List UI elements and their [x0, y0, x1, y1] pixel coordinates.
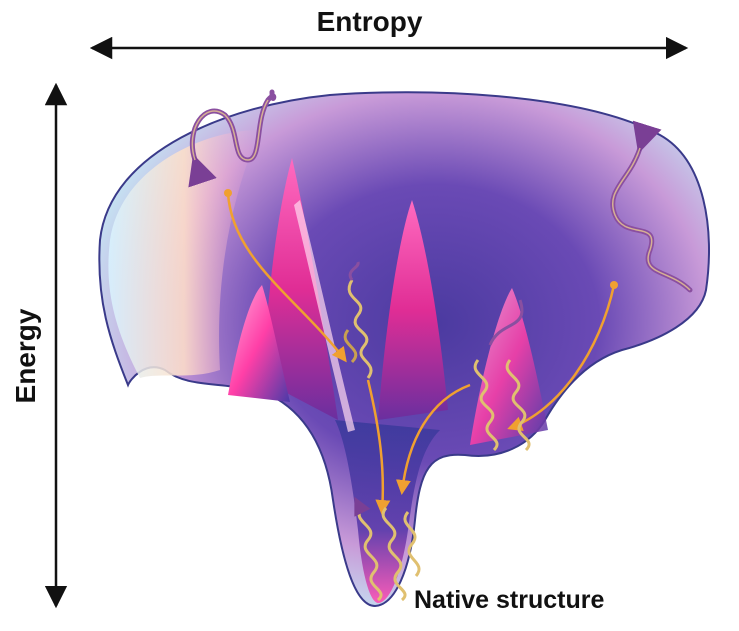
energy-peak-right — [470, 288, 548, 445]
unfolded-chain-left-highlight — [191, 99, 269, 161]
pathway-right — [507, 284, 616, 431]
native-structure-helices — [354, 496, 421, 602]
entropy-axis-label: Entropy — [316, 6, 423, 37]
funnel-left-glow — [108, 130, 260, 378]
native-structure-label: Native structure — [414, 586, 605, 614]
pathway-left-start-dot — [224, 189, 232, 197]
pathway-center-to-native — [366, 379, 391, 515]
energy-peak-tall-left — [262, 158, 338, 420]
energy-peak-small-left — [228, 285, 290, 402]
energy-peak-center — [378, 200, 448, 420]
energy-axis-label: Energy — [10, 308, 41, 404]
intermediate-helix-right — [473, 299, 531, 452]
ridge-streak — [294, 200, 355, 432]
pathway-right-start-dot — [610, 281, 618, 289]
intermediate-helix-center — [343, 261, 373, 379]
unfolded-chain-right-highlight — [612, 147, 691, 291]
pathway-right-to-native — [395, 383, 471, 495]
pathway-left — [226, 192, 347, 363]
